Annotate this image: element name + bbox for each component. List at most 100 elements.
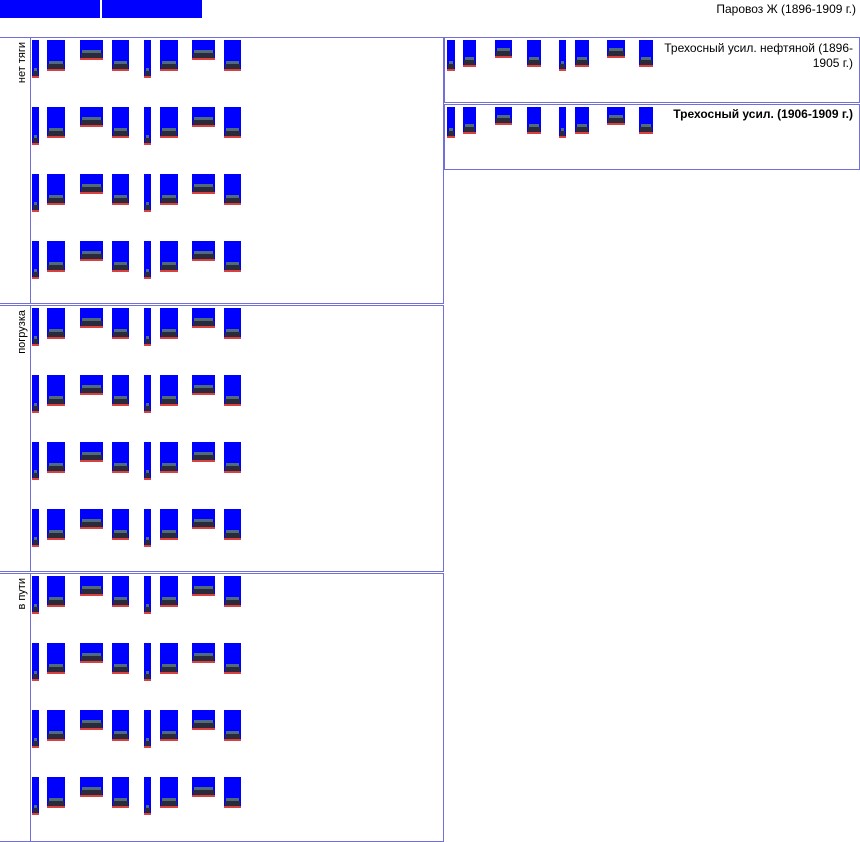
row-label-column: в пути	[0, 574, 31, 841]
locomotive-sprite-icon	[160, 777, 178, 808]
locomotive-sprite-icon	[32, 710, 39, 748]
locomotive-sprite-icon	[47, 174, 65, 205]
row-label: нет тяги	[16, 42, 28, 84]
locomotive-sprite-icon	[47, 442, 65, 473]
locomotive-sprite-icon	[80, 107, 103, 127]
row-label: в пути	[16, 578, 28, 610]
row-label-column: нет тяги	[0, 38, 31, 303]
locomotive-sprite-icon	[112, 40, 129, 71]
locomotive-sprite-icon	[224, 777, 241, 808]
locomotive-sprite-icon	[224, 576, 241, 607]
locomotive-sprite-icon	[144, 174, 151, 212]
locomotive-sprite-icon	[144, 241, 151, 279]
variant-panel-oil: Трехосный усил. нефтяной (1896-1905 г.)	[444, 37, 860, 103]
row-panel-net-tyagi: нет тяги	[0, 37, 444, 304]
locomotive-sprite-icon	[80, 643, 103, 663]
variant-title: Трехосный усил. (1906-1909 г.)	[673, 107, 853, 121]
locomotive-sprite-icon	[192, 308, 215, 328]
locomotive-sprite-icon	[80, 777, 103, 797]
locomotive-sprite-icon	[447, 107, 455, 138]
locomotive-sprite-icon	[224, 509, 241, 540]
locomotive-sprite-icon	[144, 777, 151, 815]
locomotive-sprite-icon	[224, 174, 241, 205]
locomotive-sprite-icon	[32, 40, 39, 78]
locomotive-sprite-icon	[559, 107, 566, 138]
locomotive-sprite-icon	[224, 643, 241, 674]
locomotive-sprite-icon	[144, 442, 151, 480]
locomotive-sprite-icon	[192, 107, 215, 127]
locomotive-sprite-icon	[112, 241, 129, 272]
locomotive-sprite-icon	[463, 40, 476, 67]
locomotive-sprite-icon	[47, 643, 65, 674]
locomotive-sprite-icon	[144, 375, 151, 413]
variant-panel-coal: Трехосный усил. (1906-1909 г.)	[444, 104, 860, 170]
locomotive-sprite-icon	[527, 107, 541, 134]
locomotive-sprite-icon	[160, 442, 178, 473]
locomotive-sprite-icon	[160, 643, 178, 674]
locomotive-sprite-icon	[80, 442, 103, 462]
locomotive-sprite-icon	[112, 576, 129, 607]
locomotive-sprite-icon	[144, 576, 151, 614]
locomotive-sprite-icon	[47, 509, 65, 540]
variant-title: Трехосный усил. нефтяной (1896-1905 г.)	[664, 41, 853, 70]
locomotive-sprite-icon	[32, 107, 39, 145]
locomotive-sprite-icon	[575, 107, 589, 134]
row-panel-v-puti: в пути	[0, 573, 444, 842]
locomotive-sprite-icon	[192, 375, 215, 395]
locomotive-sprite-icon	[144, 40, 151, 78]
locomotive-sprite-icon	[224, 241, 241, 272]
locomotive-sprite-icon	[224, 308, 241, 339]
locomotive-sprite-icon	[32, 643, 39, 681]
locomotive-sprite-icon	[144, 710, 151, 748]
locomotive-sprite-icon	[192, 576, 215, 596]
locomotive-sprite-icon	[192, 241, 215, 261]
locomotive-sprite-icon	[112, 107, 129, 138]
locomotive-sprite-icon	[144, 643, 151, 681]
locomotive-sprite-icon	[559, 40, 566, 71]
page-title: Паровоз Ж (1896-1909 г.)	[716, 2, 856, 16]
locomotive-sprite-icon	[47, 40, 65, 71]
locomotive-sprite-icon	[144, 107, 151, 145]
locomotive-sprite-icon	[80, 241, 103, 261]
locomotive-sprite-icon	[80, 308, 103, 328]
locomotive-sprite-icon	[80, 576, 103, 596]
row-label-column: погрузка	[0, 306, 31, 571]
locomotive-sprite-icon	[160, 375, 178, 406]
locomotive-sprite-icon	[192, 710, 215, 730]
locomotive-sprite-icon	[495, 40, 512, 58]
locomotive-sprite-icon	[160, 107, 178, 138]
locomotive-sprite-icon	[192, 509, 215, 529]
locomotive-sprite-icon	[80, 174, 103, 194]
locomotive-sprite-icon	[192, 777, 215, 797]
locomotive-sprite-icon	[224, 710, 241, 741]
locomotive-sprite-icon	[112, 643, 129, 674]
locomotive-sprite-icon	[112, 777, 129, 808]
locomotive-sprite-icon	[224, 107, 241, 138]
locomotive-sprite-icon	[80, 710, 103, 730]
locomotive-sprite-icon	[495, 107, 512, 125]
locomotive-sprite-icon	[112, 442, 129, 473]
locomotive-sprite-icon	[32, 509, 39, 547]
locomotive-sprite-icon	[47, 308, 65, 339]
header-sprite-strip-1	[0, 0, 100, 18]
locomotive-sprite-icon	[160, 576, 178, 607]
locomotive-sprite-icon	[112, 174, 129, 205]
locomotive-sprite-icon	[80, 375, 103, 395]
locomotive-sprite-icon	[160, 710, 178, 741]
locomotive-sprite-icon	[575, 40, 589, 67]
locomotive-sprite-icon	[192, 442, 215, 462]
locomotive-sprite-icon	[32, 576, 39, 614]
locomotive-sprite-icon	[47, 576, 65, 607]
locomotive-sprite-icon	[112, 375, 129, 406]
locomotive-sprite-icon	[47, 375, 65, 406]
locomotive-sprite-icon	[224, 442, 241, 473]
locomotive-sprite-icon	[80, 40, 103, 60]
header-sprite-strip-2	[102, 0, 202, 18]
locomotive-sprite-icon	[32, 375, 39, 413]
locomotive-sprite-icon	[32, 308, 39, 346]
locomotive-sprite-icon	[639, 107, 653, 134]
locomotive-sprite-icon	[32, 442, 39, 480]
locomotive-sprite-icon	[112, 308, 129, 339]
row-panel-pogruzka: погрузка	[0, 305, 444, 572]
locomotive-sprite-icon	[160, 308, 178, 339]
